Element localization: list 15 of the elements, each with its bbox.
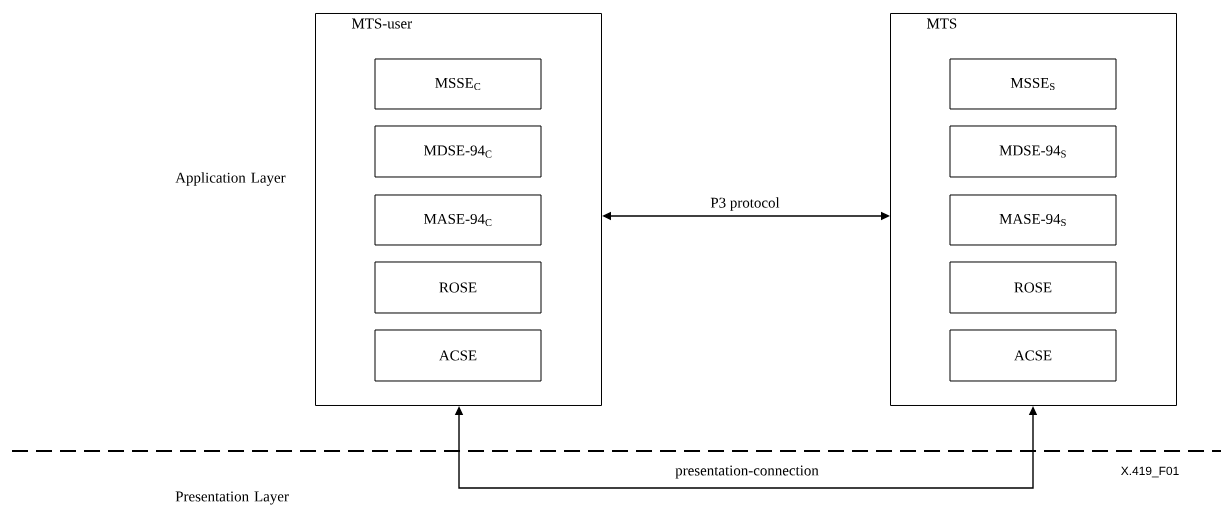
edge-label: P3 protocol (709, 196, 781, 212)
entity-box: MDSE-94$_{S}$ (949, 125, 1117, 178)
layer-label: Presentation Layer (175, 491, 289, 505)
entity-box: ROSE (949, 261, 1117, 314)
layer-label: Application Layer (175, 172, 286, 186)
edge-label: presentation-connection (674, 464, 820, 480)
entity-box: ROSE (374, 261, 542, 314)
entity-box: ACSE (949, 329, 1117, 382)
entity-box: MASE-94$_{C}$ (374, 194, 542, 246)
entity-box: ACSE (374, 329, 542, 382)
figure-id: X.419_F01 (1121, 466, 1179, 478)
entity-box: MDSE-94$_{C}$ (374, 125, 542, 178)
entity-box: MSSE$_{C}$ (374, 58, 542, 110)
entity-box: MASE-94$_{S}$ (949, 194, 1117, 246)
entity-box: MSSE$_{S}$ (949, 58, 1117, 110)
